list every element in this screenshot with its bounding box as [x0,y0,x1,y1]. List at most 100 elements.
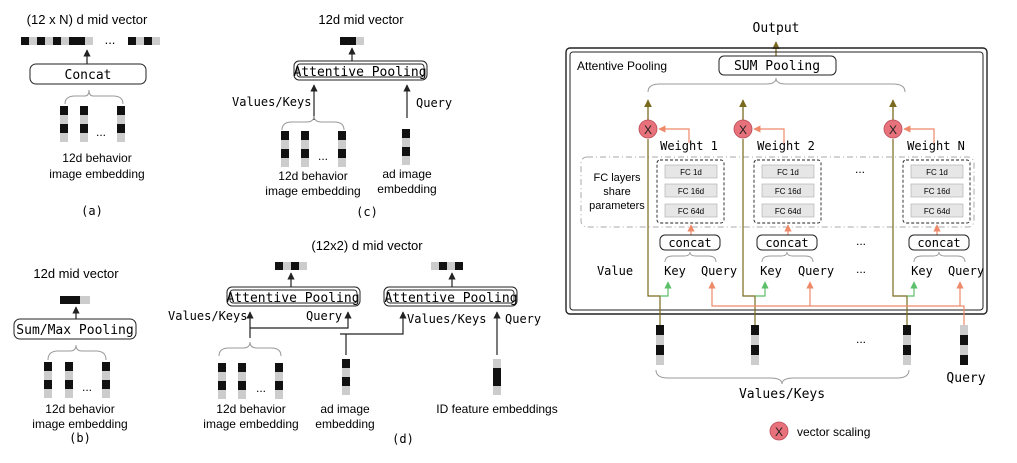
panel-a-concat-label: Concat [65,68,112,83]
panel-d-behavior-label-1: 12d behavior [216,402,285,416]
panel-d-ellipsis: ... [256,381,266,395]
panel-c-attentive-box-inner [296,63,425,78]
panel-c-top-label: 12d mid vector [318,12,404,27]
panel-a-top-label: (12 x N) d mid vector [27,12,148,27]
fc-shared-group [580,156,975,228]
svg-text:X: X [739,123,747,137]
svg-text:FC 16d: FC 16d [775,187,801,196]
panel-d-ad-label-2: embedding [315,417,374,431]
panel-b-mid-vector [60,296,90,304]
svg-text:concat: concat [668,236,711,250]
weight-1-label: Weight 1 [660,139,718,153]
panel-d-behavior-vectors [218,363,283,399]
query-label-1: Query [701,264,737,278]
panel-b-top-label: 12d mid vector [33,266,119,281]
fc-stack-n: FC 1d FC 16d FC 64d [902,159,971,224]
row-ellipsis: ... [856,262,866,276]
panel-c-query: Query [416,96,452,110]
legend-label: vector scaling [797,425,870,439]
svg-text:FC 1d: FC 1d [680,168,702,177]
panel-e-output: Output [753,21,800,36]
weight-n-label: Weight N [907,139,965,153]
panel-d-id-label: ID feature embeddings [436,402,557,416]
panel-d-query-right: Query [505,312,541,326]
value-label: Value [597,264,633,278]
svg-text:FC 1d: FC 1d [777,168,799,177]
panel-c: 12d mid vector Attentive Pooling Values/… [232,12,452,219]
fc-group-label-1: FC layers [593,172,641,184]
panel-c-ad-vector [402,129,410,165]
svg-text:X: X [889,123,897,137]
panel-b-brace [47,344,107,361]
concat-box-1: concat [659,234,721,251]
panel-d-attentive-left-outer [226,286,361,307]
scaling-node-n: X [883,119,903,139]
panel-a-concat-box [29,63,147,85]
scaling-node-2: X [733,119,753,139]
panel-c-behavior-label-1: 12d behavior [278,169,347,183]
key-label-1: Key [664,264,686,278]
panel-b-ellipsis: ... [82,380,92,394]
panel-a-behavior-vectors [60,106,125,142]
svg-text:X: X [644,123,652,137]
fc-group-label-3: parameters [589,200,645,212]
panel-b-pooling-box [13,318,137,340]
panel-d-attentive-right-outer [383,286,518,307]
panel-c-attentive-box-outer [293,60,428,81]
panel-e-frame-inner [569,51,984,311]
fc-stack-2: FC 1d FC 16d FC 64d [753,159,822,224]
panel-b-behavior-vectors [44,362,110,398]
panel-d-top-label: (12x2) d mid vector [311,238,423,253]
panel-d-behavior-label-2: image embedding [203,417,298,431]
panel-c-ad-label-1: ad image [382,167,432,181]
panel-d-values-keys-left: Values/Keys [168,309,247,323]
panel-a-input-label-1: 12d behavior [62,151,131,165]
panel-c-mid-vector [340,37,364,45]
key-label-2: Key [760,264,782,278]
bottom-query-label: Query [946,371,985,386]
panel-d-ad-vector [342,359,350,395]
panel-d-attentive-left-label: Attentive Pooling [226,291,359,306]
panel-b: 12d mid vector Sum/Max Pooling ... 12d b… [13,266,137,445]
fc-group-label-2: share [603,186,631,198]
panel-e-box-title: Attentive Pooling [577,59,667,73]
panel-a: (12 x N) d mid vector ... Concat ... 12d… [21,12,160,218]
key-label-n: Key [911,264,933,278]
panel-b-input-label-2: image embedding [32,417,127,431]
panel-a-ellipsis: ... [105,32,116,47]
panel-c-ellipsis: ... [318,149,328,163]
panel-a-ellipsis-2: ... [96,125,106,139]
svg-text:concat: concat [917,236,960,250]
concat-box-2: concat [756,234,818,251]
panel-b-input-label-1: 12d behavior [45,402,114,416]
panel-d-attentive-left-inner [229,289,358,304]
bottom-values-keys-label: Values/Keys [739,387,825,402]
panel-a-brace [64,89,124,105]
concat-ellipsis: ... [856,234,866,248]
panel-d-query-left: Query [306,309,342,323]
svg-text:FC 64d: FC 64d [924,207,950,216]
panel-c-behavior-label-2: image embedding [265,184,360,198]
bottom-kv-vector-n [903,325,911,365]
concat-box-n: concat [908,234,970,251]
svg-text:concat: concat [765,236,808,250]
panel-c-caption: (c) [356,205,378,219]
bottom-kv-vector-1 [656,325,664,365]
panel-d-mid-vector-left [275,262,307,270]
panel-d: (12x2) d mid vector Attentive Pooling At… [168,238,558,446]
fc-stack-1: FC 1d FC 16d FC 64d [656,159,725,224]
svg-text:FC 64d: FC 64d [678,207,704,216]
panel-a-input-label-2: image embedding [49,167,144,181]
panel-d-values-keys-right: Values/Keys [407,312,486,326]
panel-d-mid-vector-right [431,262,463,270]
svg-text:FC 64d: FC 64d [775,207,801,216]
fc-ellipsis: ... [855,162,865,176]
panel-c-behavior-vectors [281,131,346,167]
panel-b-caption: (b) [69,431,91,445]
panel-a-caption: (a) [81,204,103,218]
panel-c-attentive-label: Attentive Pooling [293,65,426,80]
query-label-n: Query [948,264,984,278]
panel-e-sum-pooling-box [718,55,837,76]
scaling-node-1: X [638,119,658,139]
